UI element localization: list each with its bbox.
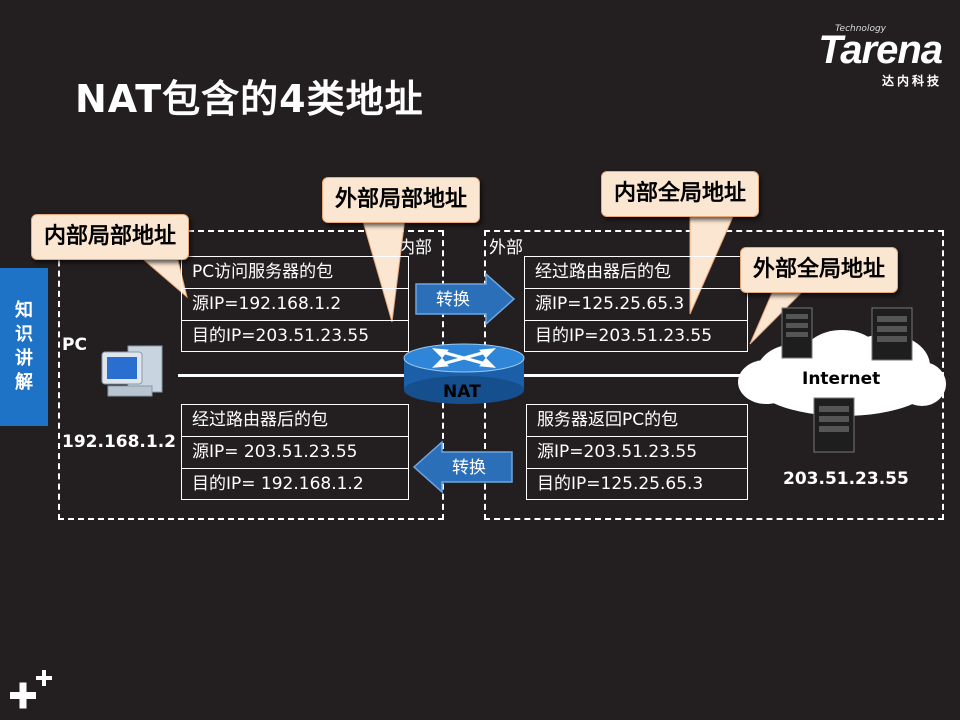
server-icon xyxy=(813,397,855,453)
packet-source: 源IP= 203.51.23.55 xyxy=(182,437,408,469)
packet-destination: 目的IP=125.25.65.3 xyxy=(537,474,704,494)
packet-destination: 目的IP=203.51.23.55 xyxy=(535,326,713,346)
packet-title: 经过路由器后的包 xyxy=(182,405,408,437)
router-label: NAT xyxy=(443,382,481,402)
packet-source: 源IP=192.168.1.2 xyxy=(182,289,408,321)
packet-source: 源IP=125.25.65.3 xyxy=(525,289,747,321)
pc-icon xyxy=(101,345,163,397)
tab-char: 知 xyxy=(15,300,33,321)
packet-outside-inbound: 服务器返回PC的包 源IP=203.51.23.55 目的IP=125.25.6… xyxy=(526,404,748,500)
packet-outside-outbound: 经过路由器后的包 源IP=125.25.65.3 目的IP=203.51.23.… xyxy=(524,256,748,352)
internet-cloud-icon xyxy=(738,330,946,416)
plus-logo-icon xyxy=(10,670,52,709)
internet-label: Internet xyxy=(802,369,881,389)
tab-char: 解 xyxy=(15,372,33,393)
packet-destination: 目的IP= 192.168.1.2 xyxy=(192,474,364,494)
tarena-logo: Technology Tarena 达内科技 xyxy=(818,22,943,89)
knowledge-tab[interactable]: 知 识 讲 解 xyxy=(0,268,48,426)
forward-arrow-icon xyxy=(415,272,516,326)
server-icon xyxy=(781,307,813,359)
tab-char: 识 xyxy=(15,324,33,345)
back-arrow-icon xyxy=(412,440,513,494)
packet-destination: 目的IP=203.51.23.55 xyxy=(192,326,370,346)
logo-tagline: Technology xyxy=(835,24,886,34)
inside-zone-label: 内部 xyxy=(398,238,432,258)
packet-title: 经过路由器后的包 xyxy=(525,257,747,289)
packet-inside-outbound: PC访问服务器的包 源IP=192.168.1.2 目的IP=203.51.23… xyxy=(181,256,409,352)
packet-title: PC访问服务器的包 xyxy=(182,257,408,289)
back-arrow-label: 转换 xyxy=(452,458,486,478)
server-icon xyxy=(871,307,913,361)
logo-subtitle: 达内科技 xyxy=(881,74,942,88)
packet-title: 服务器返回PC的包 xyxy=(527,405,747,437)
packet-inside-inbound: 经过路由器后的包 源IP= 203.51.23.55 目的IP= 192.168… xyxy=(181,404,409,500)
router-icon xyxy=(403,343,525,404)
pc-label: PC xyxy=(62,335,87,355)
packet-source: 源IP=203.51.23.55 xyxy=(527,437,747,469)
forward-arrow-label: 转换 xyxy=(436,290,470,310)
tab-char: 讲 xyxy=(15,348,33,369)
callout-outside-local: 外部局部地址 xyxy=(322,177,481,223)
page-title: NAT包含的4类地址 xyxy=(75,77,424,121)
callout-outside-global: 外部全局地址 xyxy=(740,247,899,293)
outside-zone-label: 外部 xyxy=(489,238,523,258)
logo-brand: Tarena xyxy=(818,28,943,72)
callout-inside-global: 内部全局地址 xyxy=(601,171,760,217)
server-ip: 203.51.23.55 xyxy=(783,469,909,489)
pc-ip: 192.168.1.2 xyxy=(62,432,177,452)
callout-inside-local: 内部局部地址 xyxy=(31,214,190,260)
